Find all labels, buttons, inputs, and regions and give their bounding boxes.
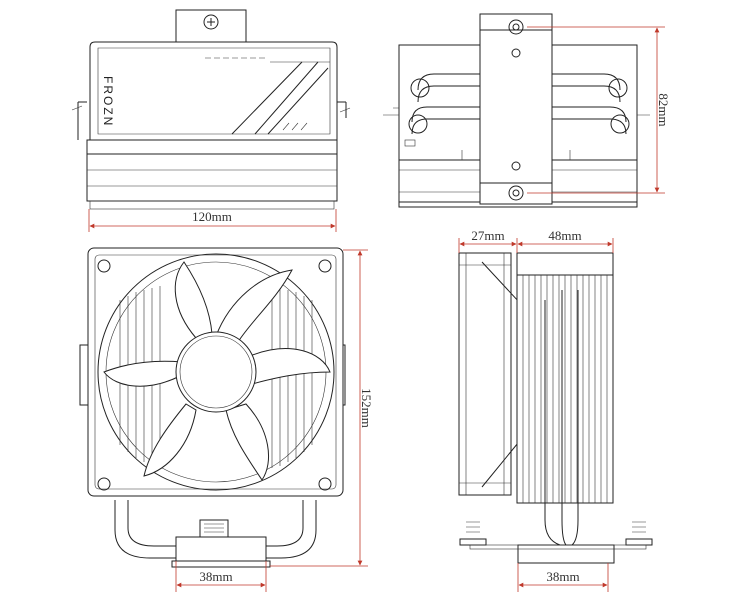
dim-label-fan-depth: 27mm: [471, 228, 504, 243]
brand-logo-text: FROZN: [101, 76, 115, 127]
dim-front-height: 152mm: [270, 249, 374, 567]
dim-label-sink-depth: 48mm: [548, 228, 581, 243]
side-view: [383, 13, 650, 208]
front-view: [79, 247, 346, 568]
profile-view: [458, 252, 653, 564]
dim-label-profile-base: 38mm: [546, 569, 579, 584]
dim-label-top-width: 120mm: [192, 209, 232, 224]
dim-label-front-height: 152mm: [359, 388, 374, 428]
dim-front-base: 38mm: [175, 561, 267, 592]
dim-top-width: 120mm: [88, 209, 337, 232]
dim-side-height: 82mm: [527, 26, 671, 194]
dim-label-front-base: 38mm: [199, 569, 232, 584]
dim-label-side-height: 82mm: [656, 93, 671, 126]
dim-profile-top: 27mm 48mm: [458, 228, 614, 253]
top-view: FROZN: [71, 9, 351, 210]
dim-profile-base: 38mm: [517, 563, 609, 592]
